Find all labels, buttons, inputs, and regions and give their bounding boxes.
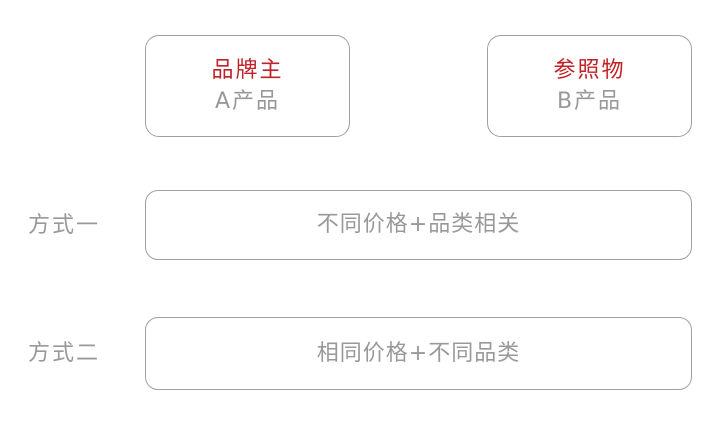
reference-object-box: 参照物 B产品 [487,35,692,137]
method-one-box: 不同价格+品类相关 [145,190,692,260]
method-two-box: 相同价格+不同品类 [145,317,692,390]
method-two-text: 相同价格+不同品类 [316,340,521,366]
method-two-label: 方式二 [28,341,101,366]
method-one-text: 不同价格+品类相关 [316,212,521,237]
method-one-label: 方式一 [28,213,101,238]
brand-owner-subtitle: A产品 [214,88,281,114]
reference-object-subtitle: B产品 [556,88,623,114]
brand-owner-title: 品牌主 [211,57,284,83]
brand-owner-box: 品牌主 A产品 [145,35,350,137]
reference-object-title: 参照物 [553,57,626,83]
